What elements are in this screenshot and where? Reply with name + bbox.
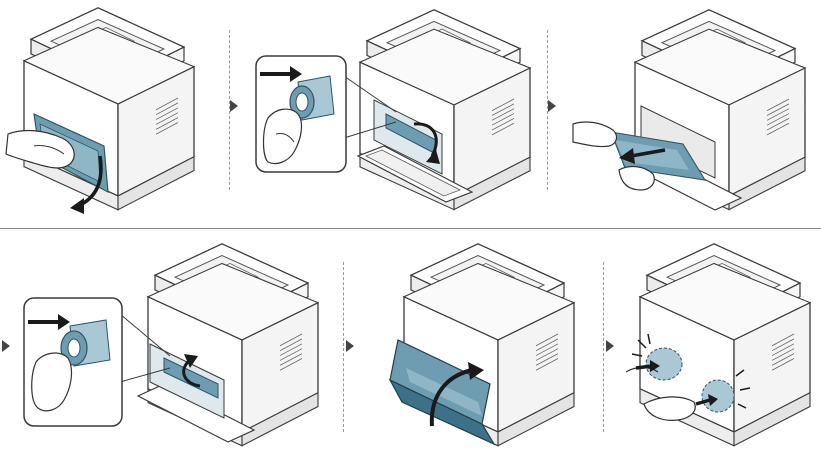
step-1-panel [4,6,216,216]
divider-4 [603,262,604,432]
divider-2 [547,30,548,190]
step-arrow-5-icon [346,340,354,352]
divider-1 [229,30,230,190]
step-arrow-3-icon [548,100,556,112]
row-separator [0,228,821,229]
step-arrow-6-icon [606,340,614,352]
step-arrow-4-icon [2,340,10,352]
divider-3 [343,262,344,432]
step-arrow-2-icon [230,100,238,112]
step-5-panel [362,236,594,450]
step-4-panel [14,236,330,450]
step-6-panel [618,236,818,450]
step-3-panel [565,6,817,216]
step-2-panel [246,6,542,216]
